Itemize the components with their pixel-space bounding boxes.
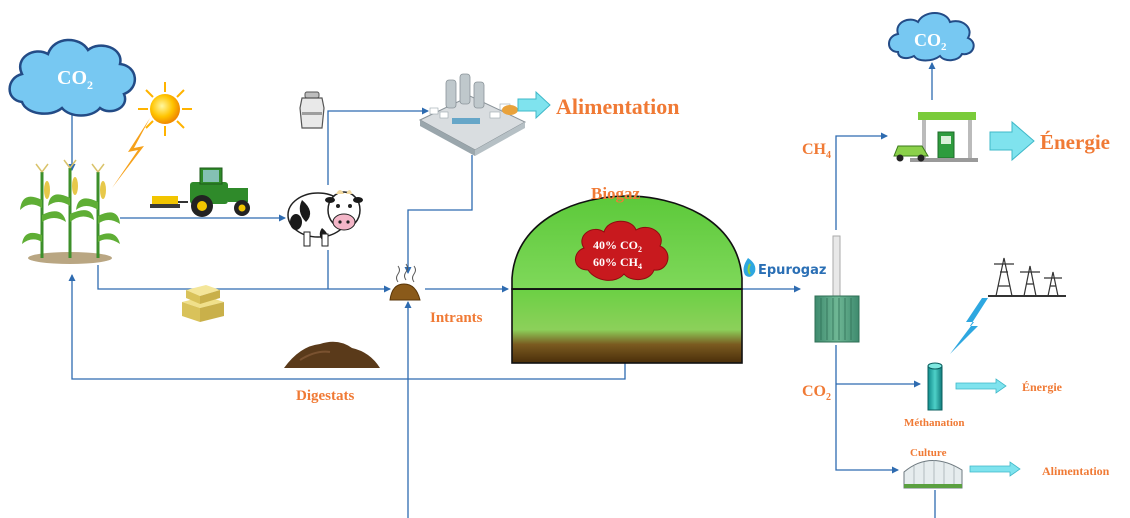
- tractor-icon: [150, 167, 250, 217]
- digestats-label: Digestats: [296, 388, 354, 404]
- intrants-label: Intrants: [430, 310, 483, 326]
- co2-stream-label: CO2: [802, 383, 831, 403]
- digestate-pile-icon: [284, 341, 380, 368]
- flow-lines: [68, 62, 936, 518]
- gas-mix-line-2: 60% CH4: [593, 255, 642, 271]
- flow-ch4-to-station: [835, 132, 888, 230]
- alimentation-small-label: Alimentation: [1042, 464, 1110, 478]
- flow-factory-to-intrants: [404, 155, 473, 274]
- gas-mix-cloud: [575, 220, 669, 281]
- biogaz-label: Biogaz: [591, 184, 641, 203]
- co2-cloud-right: [888, 12, 975, 62]
- greenhouse-icon: [903, 460, 963, 489]
- digester-tank: [511, 195, 743, 364]
- energie-small-label: Énergie: [1022, 380, 1063, 394]
- milk-can-icon: [299, 91, 325, 129]
- sun-ray-icon: [112, 118, 150, 188]
- flow-cow-to-factory: [327, 107, 429, 185]
- co2-cloud-left: [8, 38, 136, 117]
- epurogaz-logo-icon: [743, 258, 756, 277]
- epurogaz-brand: Epurogaz: [758, 263, 826, 278]
- gas-mix-line-1: 40% CO2: [593, 238, 642, 254]
- flow-crops-to-intrants: [97, 265, 391, 293]
- arrow-to-alimentation-icon: [517, 90, 551, 120]
- arrow-culture-alimentation-icon: [969, 461, 1021, 477]
- flow-digestats-return: [68, 274, 626, 380]
- co2-right-label: CO2: [914, 30, 947, 53]
- hay-bales-icon: [182, 285, 224, 322]
- co2-left-label: CO2: [57, 67, 93, 92]
- methanation-reactor-icon: [927, 362, 943, 411]
- lightning-icon: [950, 298, 988, 354]
- power-pylons-icon: [988, 257, 1066, 297]
- food-factory-icon: [418, 73, 527, 156]
- corn-crops-icon: [20, 159, 120, 264]
- sun-icon: [138, 82, 192, 136]
- arrow-methanation-energie-icon: [955, 378, 1007, 394]
- purification-tower-icon: [814, 235, 860, 343]
- methanation-label: Méthanation: [904, 417, 965, 429]
- arrow-to-energie-icon: [989, 120, 1035, 162]
- energie-main-label: Énergie: [1040, 130, 1110, 154]
- alimentation-main-label: Alimentation: [556, 94, 679, 119]
- culture-label: Culture: [910, 447, 947, 459]
- ch4-stream-label: CH4: [802, 141, 831, 161]
- flow-co2-to-culture: [835, 345, 899, 474]
- gas-station-icon: [893, 112, 978, 162]
- cow-icon: [287, 190, 363, 247]
- manure-pile-icon: [389, 263, 421, 301]
